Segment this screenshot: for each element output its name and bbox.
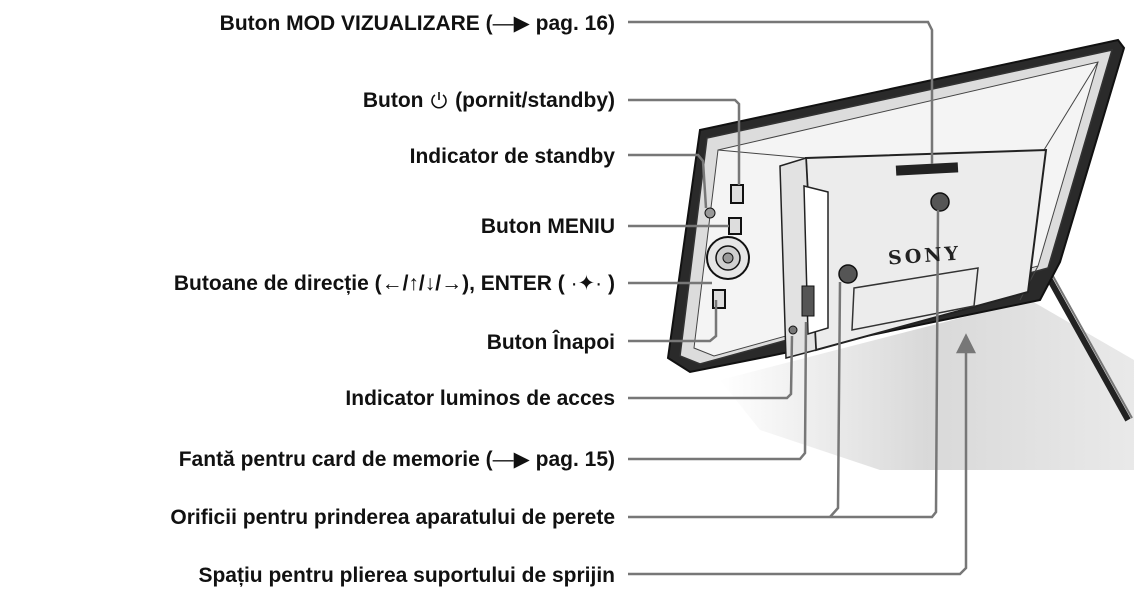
label-card-slot: Fantă pentru card de memorie (—▶ pag. 15… bbox=[178, 448, 615, 471]
direction-pad bbox=[706, 236, 750, 280]
leader-standby bbox=[628, 153, 708, 209]
label-standby-indicator: Indicator de standby bbox=[409, 145, 615, 168]
label-stand-space: Spațiu pentru plierea suportului de spri… bbox=[198, 564, 615, 587]
stand-space-arrow bbox=[955, 333, 977, 354]
leader-view-mode bbox=[628, 20, 934, 164]
leader-wall-holes bbox=[628, 209, 940, 519]
card-slot-opening bbox=[801, 285, 815, 317]
leader-power bbox=[628, 98, 741, 185]
leader-lines bbox=[628, 20, 977, 576]
view-mode-slot bbox=[895, 162, 959, 176]
arrow-icon: —▶ bbox=[492, 448, 530, 471]
wall-hole-top bbox=[930, 192, 950, 212]
power-button bbox=[730, 184, 744, 204]
leader-back bbox=[628, 300, 718, 343]
label-direction-buttons: Butoane de direcție (←/↑/↓/→), ENTER ( ·… bbox=[173, 272, 615, 295]
menu-button bbox=[728, 217, 742, 235]
floor-shadow bbox=[720, 300, 1134, 470]
access-light bbox=[788, 325, 798, 335]
label-wall-holes: Orificii pentru prinderea aparatului de … bbox=[170, 506, 615, 529]
power-icon bbox=[431, 92, 448, 109]
label-access-light: Indicator luminos de acces bbox=[345, 387, 615, 410]
enter-icon: ·✦· bbox=[570, 272, 603, 295]
label-back-button: Buton Înapoi bbox=[486, 331, 615, 354]
label-menu-button: Buton MENIU bbox=[480, 215, 615, 238]
arrow-icon: —▶ bbox=[492, 12, 530, 35]
leader-card-slot bbox=[628, 321, 808, 461]
label-power-button: Buton (pornit/standby) bbox=[362, 89, 615, 112]
leader-wall-hole-side bbox=[829, 281, 842, 518]
leader-stand-space bbox=[628, 346, 968, 576]
label-view-mode-button: Buton MOD VIZUALIZARE (—▶ pag. 16) bbox=[219, 12, 615, 35]
leader-access bbox=[628, 335, 794, 400]
standby-indicator-led bbox=[704, 207, 716, 219]
wall-hole-side bbox=[838, 264, 858, 284]
